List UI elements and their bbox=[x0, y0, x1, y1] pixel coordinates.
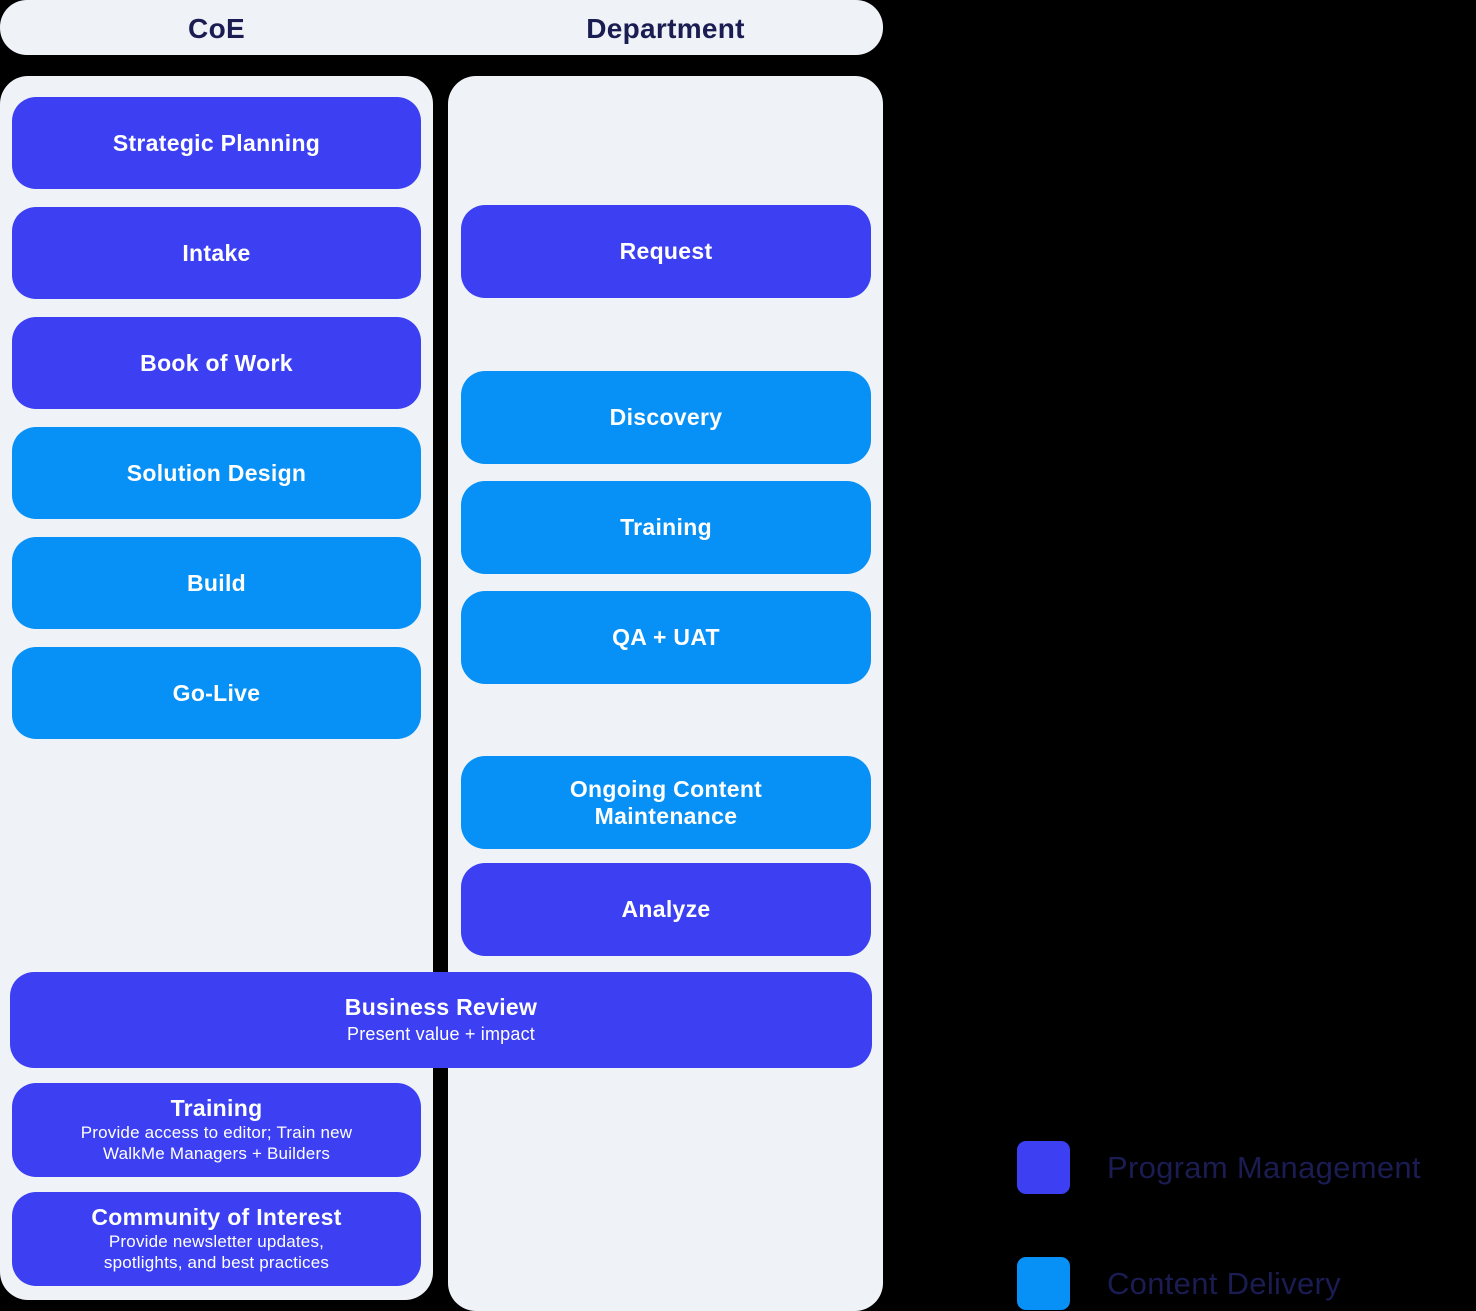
legend-label-program-management: Program Management bbox=[1107, 1149, 1421, 1185]
block-business-review: Business Review Present value + impact bbox=[10, 972, 872, 1068]
block-title: Go-Live bbox=[172, 679, 261, 706]
block-title: Training bbox=[170, 1095, 263, 1122]
block-go-live: Go-Live bbox=[12, 647, 421, 739]
block-strategic-planning: Strategic Planning bbox=[12, 97, 421, 189]
block-title: Analyze bbox=[621, 896, 711, 923]
block-ongoing-content-maintenance: Ongoing Content Maintenance bbox=[461, 756, 871, 849]
block-request: Request bbox=[461, 205, 871, 298]
legend-swatch-program-management bbox=[1017, 1141, 1070, 1194]
block-title: Business Review bbox=[344, 994, 538, 1021]
block-solution-design: Solution Design bbox=[12, 427, 421, 519]
block-discovery: Discovery bbox=[461, 371, 871, 464]
legend-label-content-delivery: Content Delivery bbox=[1107, 1265, 1341, 1301]
block-title: QA + UAT bbox=[612, 624, 720, 651]
block-community-of-interest: Community of Interest Provide newsletter… bbox=[12, 1192, 421, 1286]
block-analyze: Analyze bbox=[461, 863, 871, 956]
block-title: Book of Work bbox=[140, 349, 293, 376]
block-title: Request bbox=[619, 238, 713, 265]
block-training-department: Training bbox=[461, 481, 871, 574]
block-title: Build bbox=[187, 569, 246, 596]
block-title: Community of Interest bbox=[91, 1204, 342, 1231]
header-label-coe: CoE bbox=[188, 13, 245, 44]
legend-item-content-delivery: Content Delivery bbox=[1017, 1257, 1341, 1310]
block-book-of-work: Book of Work bbox=[12, 317, 421, 409]
legend-item-program-management: Program Management bbox=[1017, 1141, 1421, 1194]
block-subtitle: Present value + impact bbox=[347, 1023, 535, 1044]
block-title: Strategic Planning bbox=[112, 129, 321, 156]
legend-swatch-content-delivery bbox=[1017, 1257, 1070, 1310]
block-intake: Intake bbox=[12, 207, 421, 299]
block-subtitle: Provide newsletter updates, spotlights, … bbox=[103, 1232, 330, 1273]
block-title: Intake bbox=[182, 239, 251, 266]
header-label-department: Department bbox=[586, 13, 745, 44]
block-title: Training bbox=[620, 514, 712, 541]
block-qa-uat: QA + UAT bbox=[461, 591, 871, 684]
block-title: Ongoing Content Maintenance bbox=[569, 776, 763, 829]
block-subtitle: Provide access to editor; Train new Walk… bbox=[80, 1123, 353, 1164]
block-title: Solution Design bbox=[126, 459, 307, 486]
block-title: Discovery bbox=[609, 404, 723, 431]
block-build: Build bbox=[12, 537, 421, 629]
header-pill bbox=[0, 0, 883, 55]
block-training-coe: Training Provide access to editor; Train… bbox=[12, 1083, 421, 1177]
